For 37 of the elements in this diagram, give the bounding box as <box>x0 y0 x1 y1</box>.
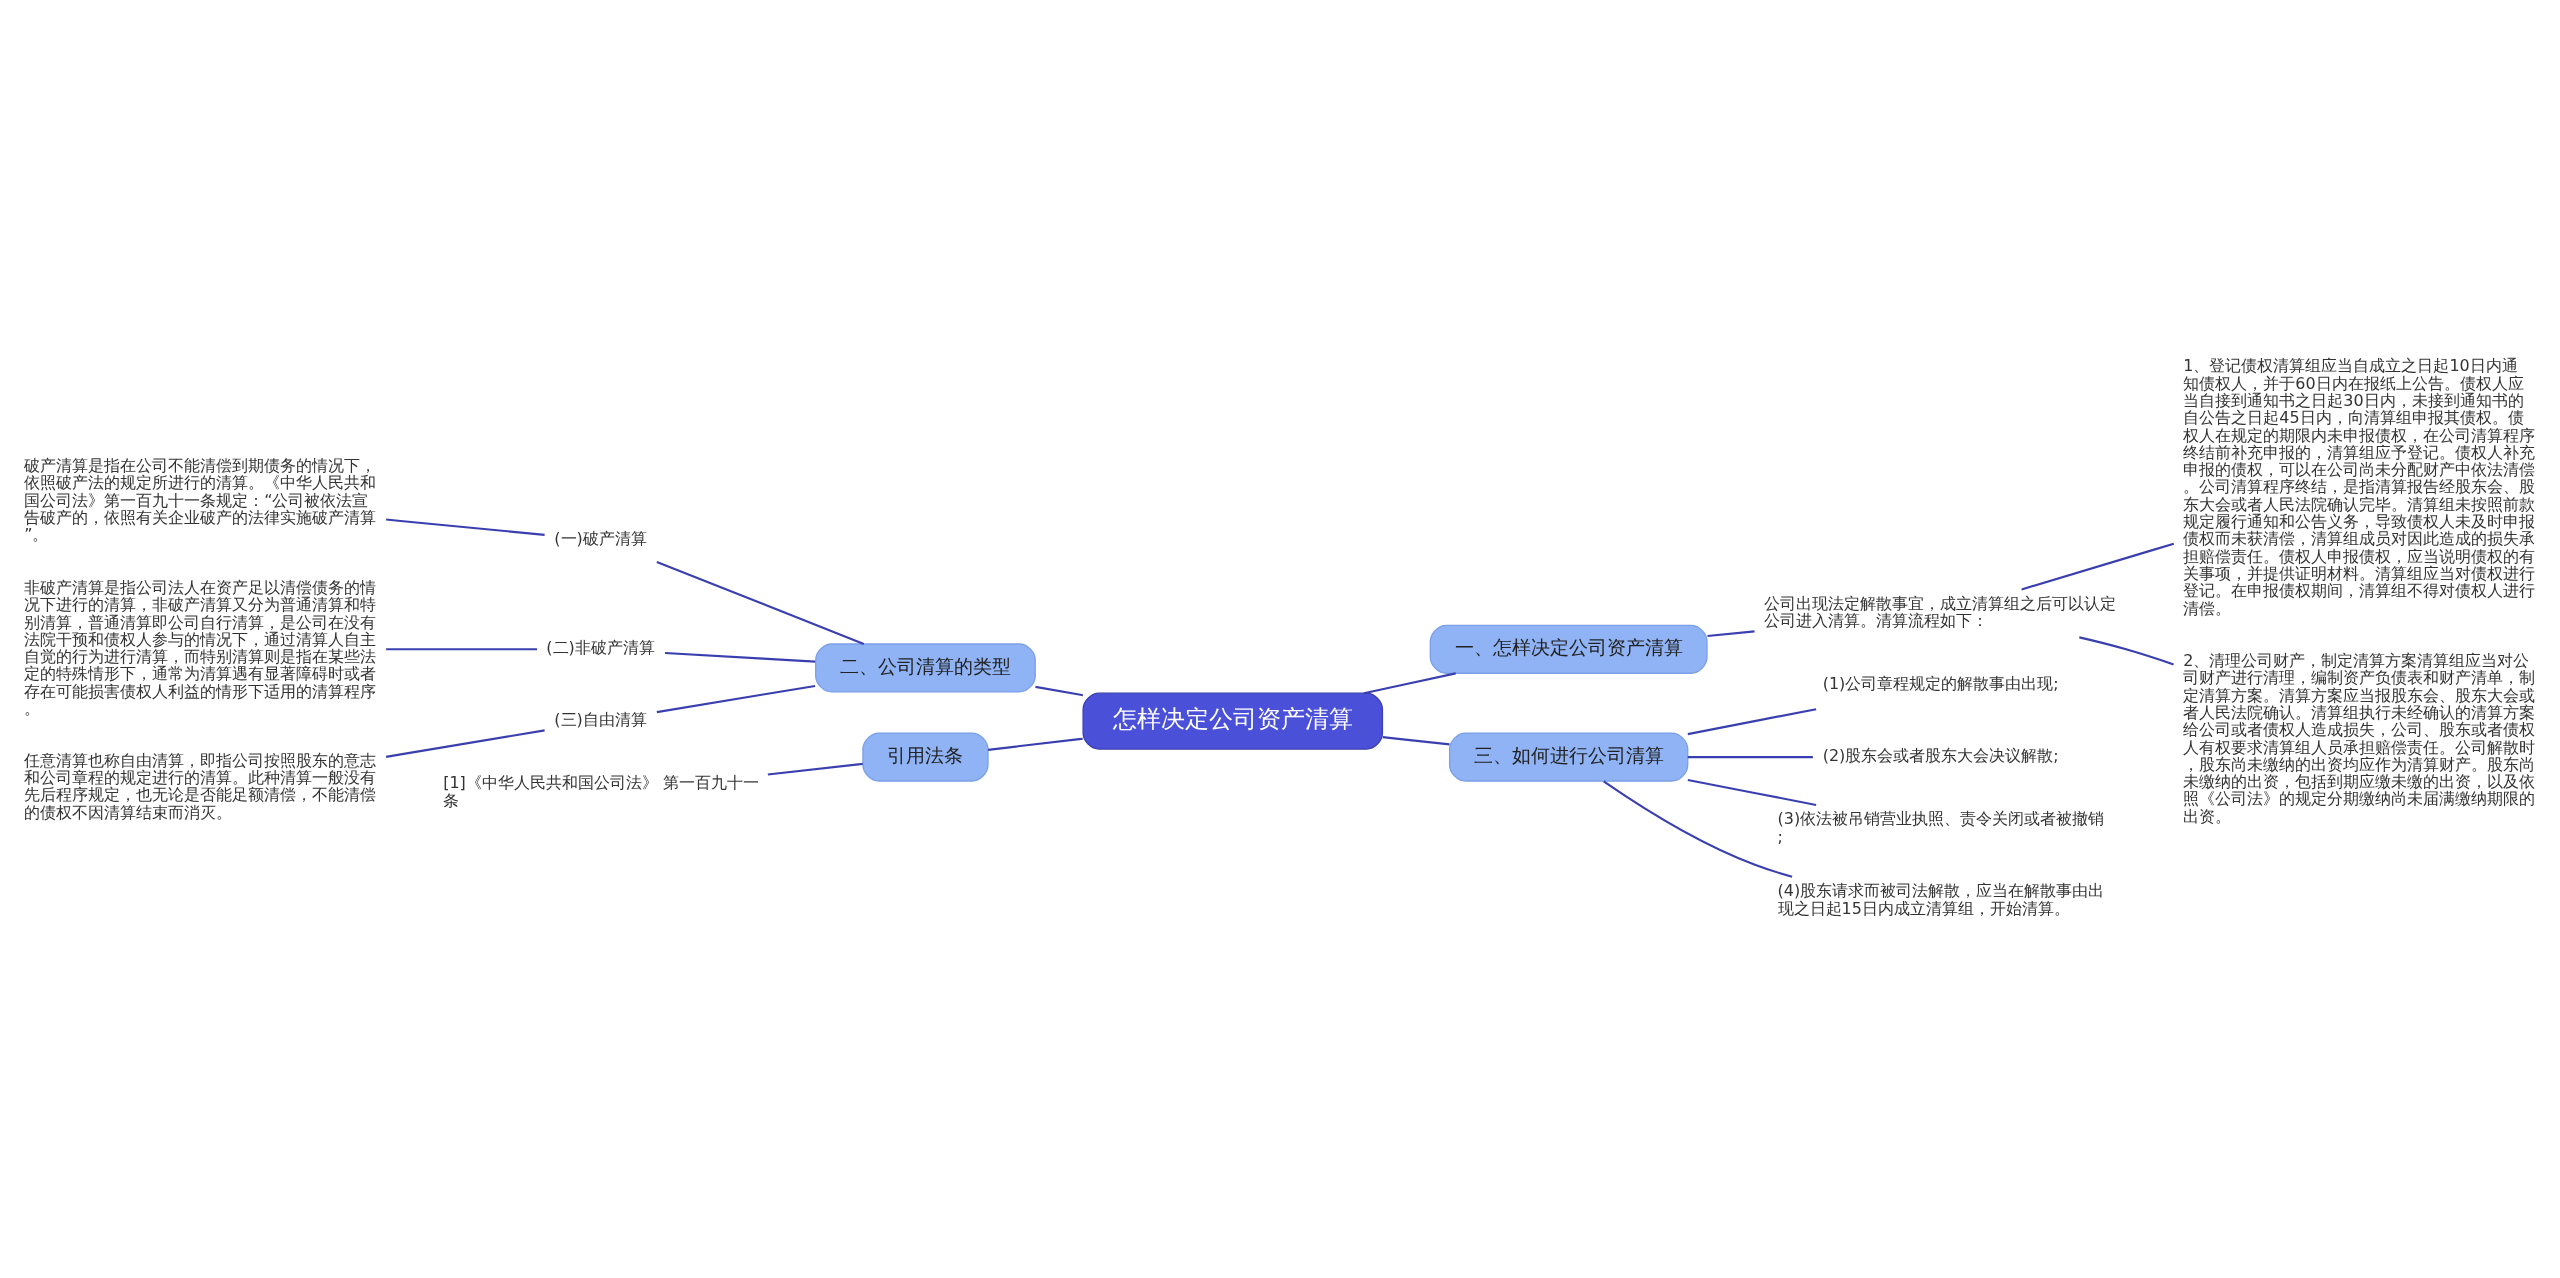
node-text: (1)公司章程规定的解散事由出现; <box>1822 674 2059 694</box>
node-text: (2)股东会或者股东大会决议解散; <box>1822 746 2059 766</box>
node-text: 任意清算也称自由清算，即指公司按照股东的意志和公司章程的规定进行的清算。此种清算一般没有先后程序规定，也无论是否能足额清偿，不能清偿的债权不因清算结束而消灭。 <box>24 750 377 822</box>
node-text: (一)破产清算 <box>554 529 647 549</box>
node-text: 破产清算是指在公司不能清偿到期债务的情况下，依照破产法的规定所进行的清算。《中华人民共和国公司法》第一百九十一条规定：“公司被依法宣告破产的，依照有关企业破产的法律实施破产清算”。 <box>24 456 377 545</box>
connector <box>1363 672 1456 695</box>
connector <box>386 518 545 536</box>
node-text: 公司出现法定解散事宜，成立清算组之后可以认定公司进入清算。清算流程如下： <box>1764 593 2117 631</box>
connector <box>385 729 545 758</box>
connector <box>656 684 816 714</box>
node-text: (三)自由清算 <box>554 710 647 730</box>
connector <box>2021 542 2175 591</box>
node-text: 2、清理公司财产，制定清算方案清算组应当对公司财产进行清理，编制资产负债表和财产清单，制定清算方案。清算方案应当报股东会、股东大会或者人民法院确认。清算组执行未经确认的清算方案给公司或者债权人造成损失，公司、股东或者债权人有权要求清算组人员承担赔偿责任。公司解散时，股东尚未缴纳的出资均应作为清算财产。股东尚未缴纳的出资，包括到期应缴未缴的出资，以及依照《公司法》的规定分期缴纳尚未届满缴纳期限的出资。 <box>2183 651 2536 826</box>
node-text: (3)依法被吊销营业执照、责令关闭或者被撤销; <box>1777 809 2105 846</box>
node-box: 引用法条 <box>862 732 989 782</box>
connector <box>1687 756 1813 759</box>
connector <box>1035 685 1084 697</box>
node-text: 非破产清算是指公司法人在资产足以清偿债务的情况下进行的清算，非破产清算又分为普通清算和特别清算，普通清算即公司自行清算，是公司在没有法院干预和债权人参与的情况下，通过清算人自主自觉的行为进行清算，而特别清算则是指在某些法定的特殊情形下，通常为清算遇有显著障碍时或者存在可能损害债权人利益的情形下适用的清算程序。 <box>24 577 377 718</box>
connector <box>1603 780 1793 878</box>
node-text: 1、登记债权清算组应当自成立之日起10日内通知债权人，并于60日内在报纸上公告。债权人应当自接到通知书之日起30日内，未接到通知书的自公告之日起45日内，向清算组申报其债权。债权人在规定的期限内未申报债权，在公司清算程序终结前补充申报的，清算组应予登记。债权人补充申报的债权，可以在公司尚未分配财产中依法清偿。公司清算程序终结，是指清算报告经股东会、股东大会或者人民法院确认完毕。清算组未按照前款规定履行通知和公告义务，导致债权人未及时申报债权而未获清偿，清算组成员对因此造成的损失承担赔偿责任。债权人申报债权，应当说明债权的有关事项，并提供证明材料。清算组应当对债权进行登记。在申报债权期间，清算组不得对债权人进行清偿。 <box>2183 356 2536 618</box>
node-text: [1]《中华人民共和国公司法》 第一百九十一条 <box>443 773 759 810</box>
node-text: (4)股东请求而被司法解散，应当在解散事由出现之日起15日内成立清算组，开始清算。 <box>1777 881 2105 918</box>
node-box: 一、怎样决定公司资产清算 <box>1429 624 1708 674</box>
node-box: 怎样决定公司资产清算 <box>1082 692 1384 750</box>
node-box: 三、如何进行公司清算 <box>1448 732 1689 782</box>
connector <box>656 560 865 645</box>
node-box: 二、公司清算的类型 <box>815 643 1036 693</box>
connector <box>1707 630 1755 637</box>
connector <box>1382 736 1450 746</box>
connector <box>665 651 816 663</box>
connector <box>1687 778 1817 806</box>
node-text: (二)非破产清算 <box>546 638 655 658</box>
connector <box>987 737 1083 751</box>
connector <box>1687 708 1817 736</box>
connector <box>767 762 863 776</box>
connector <box>386 648 537 651</box>
connector <box>2079 636 2174 666</box>
